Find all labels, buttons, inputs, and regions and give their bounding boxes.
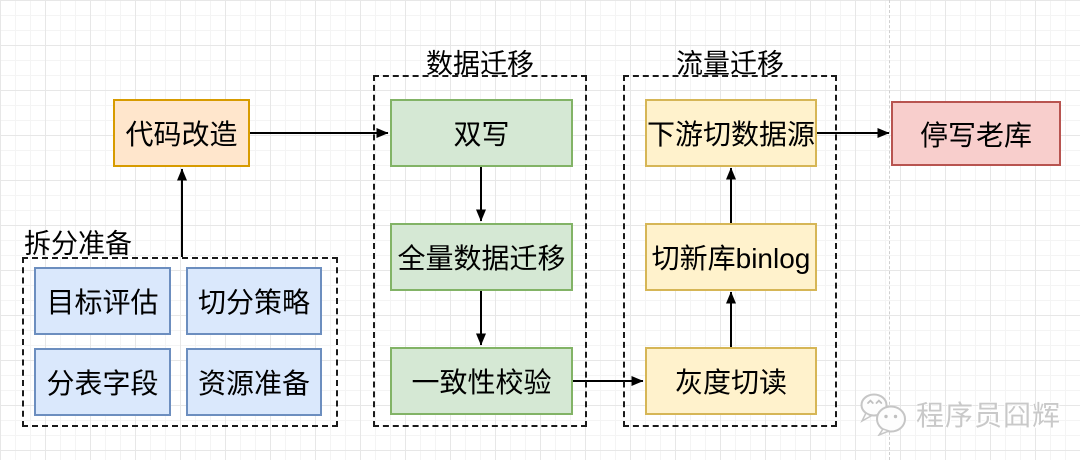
node-consistency-check: 一致性校验: [390, 347, 573, 415]
node-double-write: 双写: [390, 99, 573, 167]
group-title-traffic-migration: 流量迁移: [676, 49, 784, 79]
node-downstream-datasource-switch: 下游切数据源: [645, 99, 817, 167]
group-title-prepare: 拆分准备: [24, 229, 132, 259]
node-split-strategy: 切分策略: [186, 267, 322, 335]
node-code-refactor: 代码改造: [113, 99, 250, 167]
page-break-line: [889, 0, 890, 460]
group-box-traffic-migration: [623, 75, 837, 427]
node-resource-prepare: 资源准备: [186, 348, 322, 416]
group-box-data-migration: [373, 75, 587, 427]
watermark: 程序员囧辉: [858, 392, 1061, 436]
watermark-text: 程序员囧辉: [916, 400, 1062, 431]
node-target-evaluation: 目标评估: [34, 267, 171, 335]
node-gray-read-switch: 灰度切读: [645, 347, 817, 415]
node-stop-old-db: 停写老库: [891, 101, 1061, 166]
node-new-db-binlog-switch: 切新库binlog: [645, 223, 817, 291]
wechat-bubbles-icon: [860, 393, 906, 436]
node-shard-field: 分表字段: [34, 348, 171, 416]
group-title-data-migration: 数据迁移: [426, 49, 534, 79]
group-box-prepare: [22, 257, 338, 427]
node-full-data-migration: 全量数据迁移: [390, 223, 573, 291]
